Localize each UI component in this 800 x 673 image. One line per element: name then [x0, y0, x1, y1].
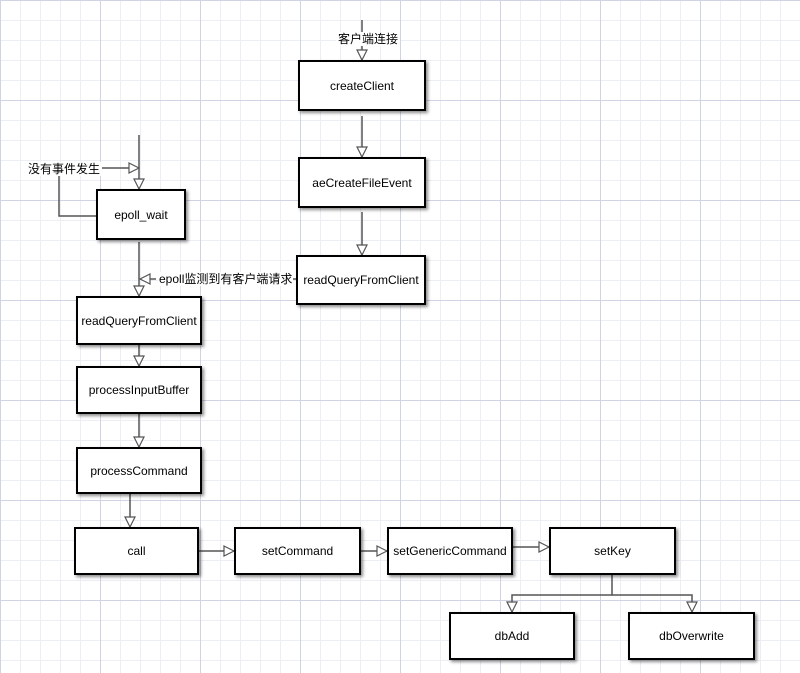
- node-call[interactable]: call: [74, 527, 199, 575]
- node-setkey[interactable]: setKey: [549, 527, 676, 575]
- node-epoll-wait[interactable]: epoll_wait: [96, 189, 186, 240]
- node-aecreatefileevent[interactable]: aeCreateFileEvent: [298, 157, 426, 208]
- label-epoll-detect: epoll监测到有客户端请求: [158, 272, 294, 286]
- label-no-event: 没有事件发生: [26, 162, 103, 176]
- arrow-setkey-to-dbadd: [512, 575, 613, 612]
- node-dboverwrite[interactable]: dbOverwrite: [628, 612, 755, 660]
- node-setgenericcommand[interactable]: setGenericCommand: [387, 527, 513, 575]
- arrow-setkey-to-dboverwrite: [612, 594, 692, 612]
- node-createclient[interactable]: createClient: [298, 60, 426, 111]
- node-readqueryfromclient-top[interactable]: readQueryFromClient: [296, 255, 426, 305]
- node-processinputbuffer[interactable]: processInputBuffer: [76, 366, 202, 414]
- node-setcommand[interactable]: setCommand: [234, 527, 361, 575]
- node-processcommand[interactable]: processCommand: [76, 447, 202, 494]
- node-readqueryfromclient[interactable]: readQueryFromClient: [76, 296, 202, 345]
- node-dbadd[interactable]: dbAdd: [449, 612, 575, 660]
- label-client-connect: 客户端连接: [336, 32, 401, 46]
